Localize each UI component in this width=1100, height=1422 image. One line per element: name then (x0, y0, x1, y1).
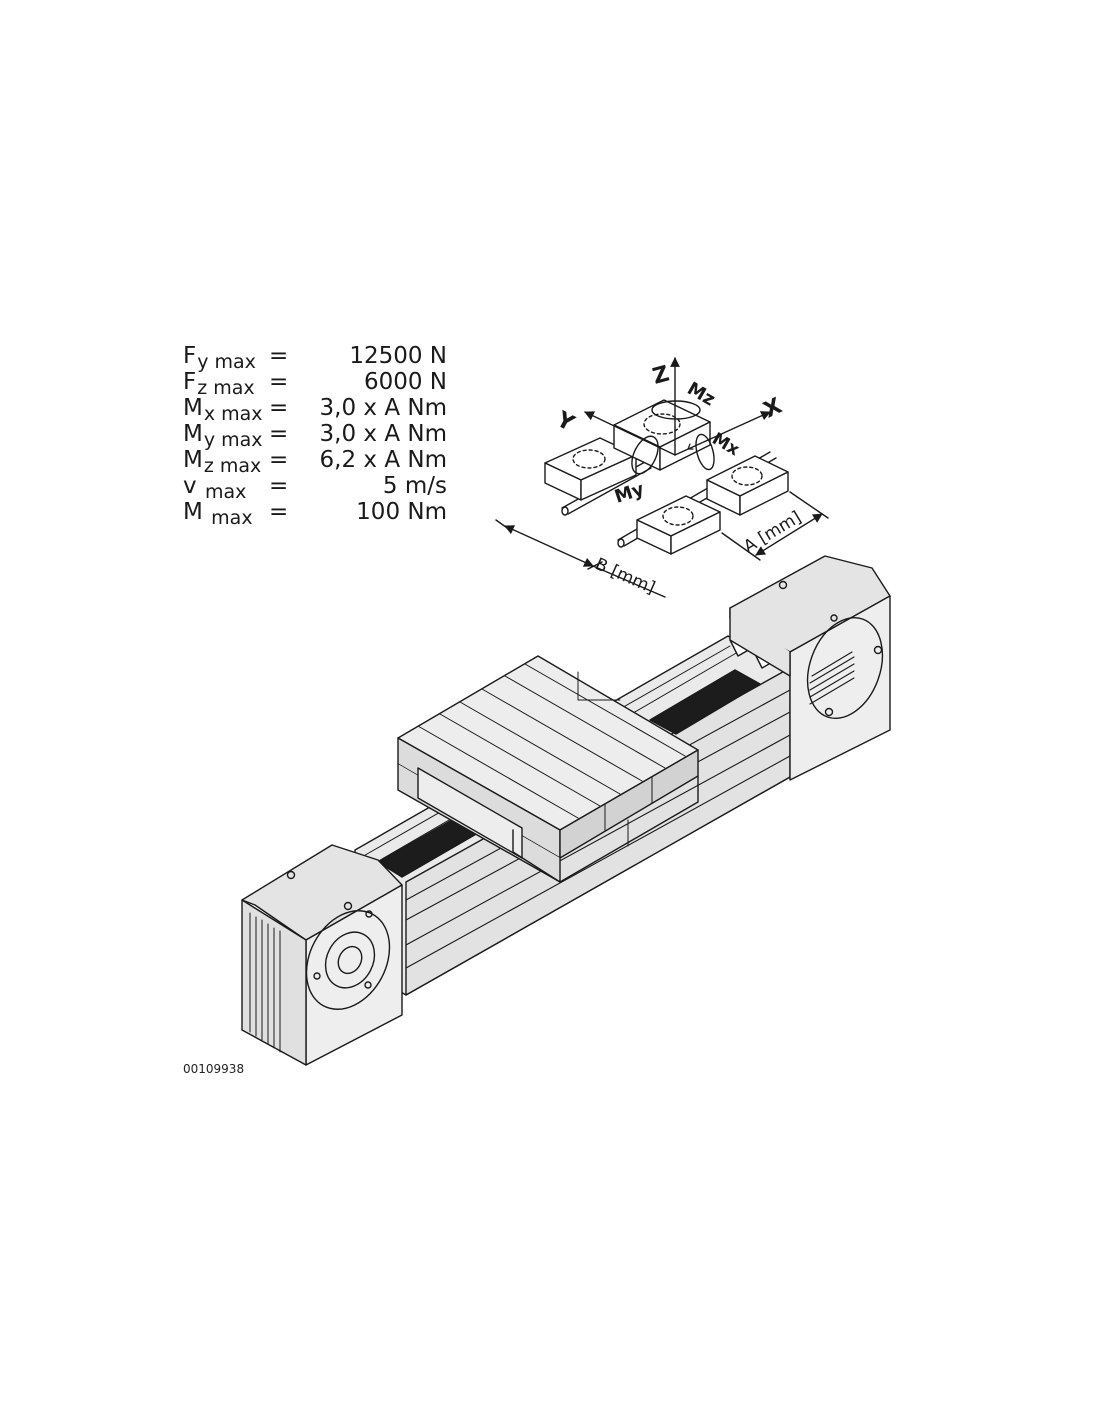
spec-subscript: x max (203, 403, 263, 425)
load-diagram: Z Y X Mz Mx My B [mm] A [mm] (495, 357, 829, 598)
screw-icon (313, 972, 321, 980)
shaft-icon (337, 945, 363, 975)
screw-icon (873, 645, 883, 655)
mz-label: Mz (684, 378, 719, 410)
screw-icon (364, 981, 372, 989)
spec-value: 6000 N (363, 369, 447, 395)
y-axis-arrow (584, 411, 676, 456)
y-axis-label: Y (551, 407, 579, 438)
linear-module (241, 555, 891, 1066)
spec-row-m: M max = 100 Nm (183, 499, 453, 529)
spec-equals: = (269, 369, 289, 395)
x-axis-label: X (760, 394, 786, 424)
spec-value: 5 m/s (382, 473, 447, 499)
carriage (397, 655, 699, 883)
bearing-block (706, 455, 789, 516)
spec-equals: = (269, 421, 289, 447)
spec-table: Fy max = 12500 N Fz max = 6000 N Mx max … (183, 343, 453, 529)
spec-symbol: Fz max (183, 369, 255, 399)
spec-equals: = (269, 447, 289, 473)
spec-row-mz: Mz max = 6,2 x A Nm (183, 447, 453, 477)
spec-equals: = (269, 395, 289, 421)
spec-subscript: max (204, 481, 247, 503)
spec-value: 6,2 x A Nm (319, 447, 447, 473)
bearing-block (636, 495, 721, 555)
screw-icon (343, 901, 353, 911)
drawing-number: 00109938 (183, 1062, 245, 1076)
spec-symbol: Mz max (183, 447, 262, 477)
screw-icon (778, 580, 788, 590)
spec-subscript: z max (197, 377, 255, 399)
dimension-b-label: B [mm] (592, 554, 658, 598)
toothed-belt (649, 669, 761, 735)
spec-value: 12500 N (349, 343, 447, 369)
spec-value: 3,0 x A Nm (319, 421, 447, 447)
spec-value: 100 Nm (356, 499, 447, 525)
spec-symbol: v max (183, 473, 247, 503)
spec-subscript: z max (203, 455, 262, 477)
spec-subscript: max (211, 507, 253, 529)
spec-symbol: Mx max (183, 395, 263, 425)
screw-icon (824, 707, 834, 717)
x-axis-arrow (674, 411, 771, 456)
spec-row-fz: Fz max = 6000 N (183, 369, 453, 399)
spec-symbol: M max (183, 499, 253, 529)
spec-row-mx: Mx max = 3,0 x A Nm (183, 395, 453, 425)
motor-flange (806, 616, 884, 720)
mx-moment-icon (695, 433, 715, 471)
spec-symbol: Fy max (183, 343, 256, 373)
spec-equals: = (269, 499, 289, 525)
z-axis-label: Z (650, 362, 672, 390)
mz-moment-icon (651, 400, 701, 420)
spec-equals: = (269, 473, 289, 499)
screw-icon (286, 870, 296, 880)
spec-row-v: v max = 5 m/s (183, 473, 453, 503)
spec-row-fy: Fy max = 12500 N (183, 343, 453, 373)
my-moment-icon (631, 435, 659, 475)
spec-symbol: My max (183, 421, 263, 451)
right-drive-unit (729, 555, 891, 781)
screw-icon (365, 910, 373, 918)
spec-equals: = (269, 343, 289, 369)
dimension-a-label: A [mm] (740, 507, 805, 557)
spec-subscript: y max (203, 429, 263, 451)
screw-icon (830, 614, 838, 622)
spec-row-my: My max = 3,0 x A Nm (183, 421, 453, 451)
spec-subscript: y max (197, 351, 256, 373)
shaft-bore (324, 931, 376, 989)
spec-value: 3,0 x A Nm (319, 395, 447, 421)
left-drive-unit (241, 844, 403, 1066)
